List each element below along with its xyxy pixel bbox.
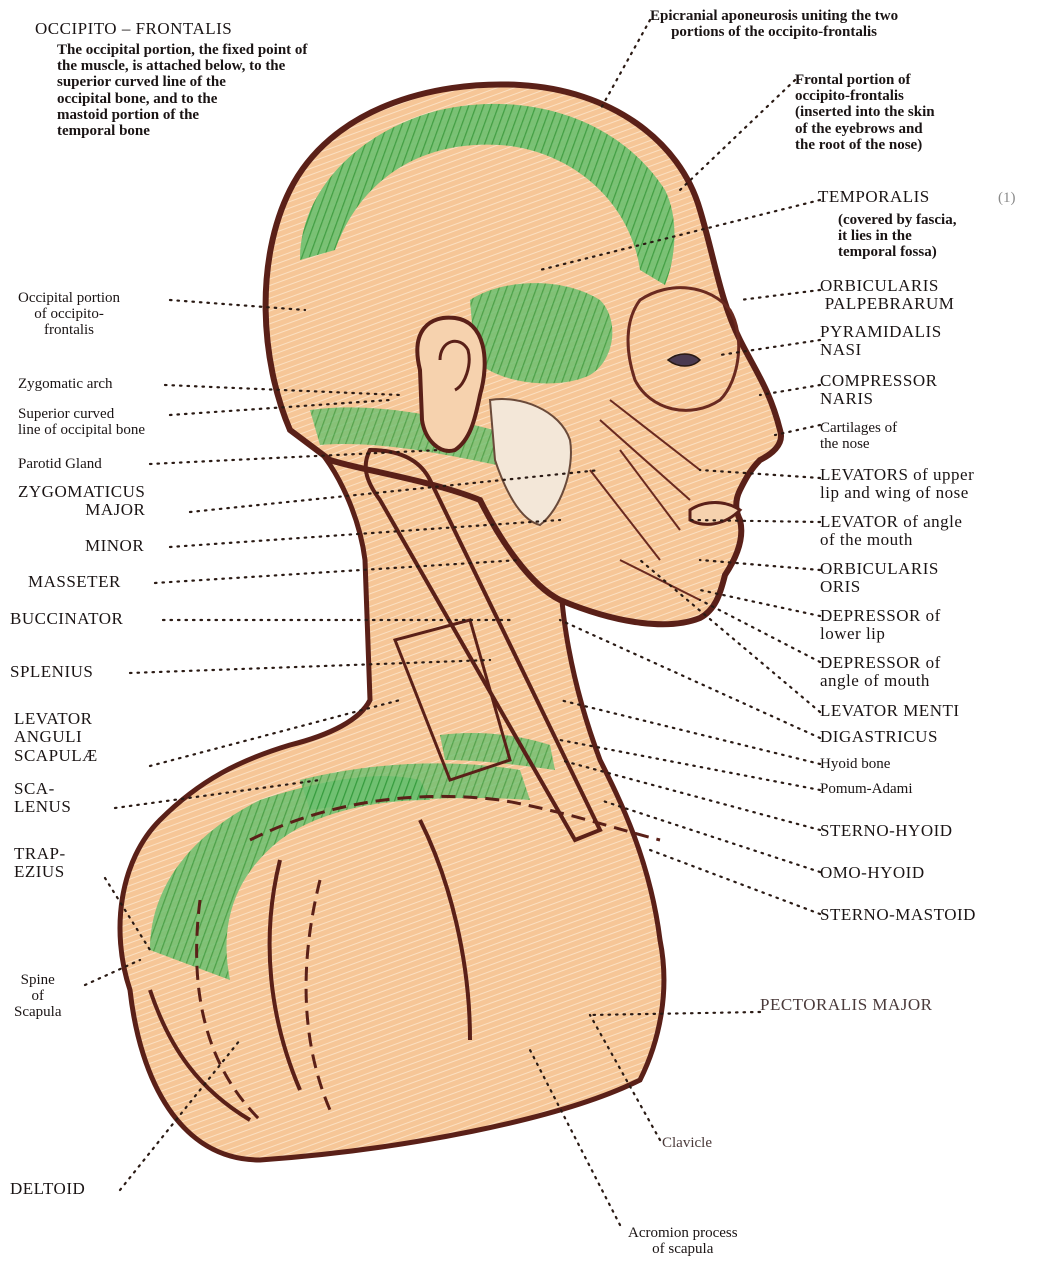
label-acromion-process: Acromion process of scapula (628, 1225, 738, 1257)
label-levator-anguli-scapulae: LEVATOR ANGULI SCAPULÆ (14, 710, 98, 765)
label-sterno-hyoid: STERNO-HYOID (820, 822, 953, 840)
label-clavicle: Clavicle (662, 1135, 712, 1151)
label-spine-of-scapula: Spine of Scapula (14, 972, 61, 1021)
label-omo-hyoid: OMO-HYOID (820, 864, 925, 882)
label-hyoid-bone: Hyoid bone (820, 756, 890, 772)
label-occipital-portion: Occipital portion of occipito- frontalis (18, 290, 120, 339)
label-orbicularis-oris: ORBICULARIS ORIS (820, 560, 939, 597)
label-occipito-frontalis: OCCIPITO – FRONTALIS (35, 20, 232, 38)
label-zygomaticus-minor: MINOR (85, 537, 144, 555)
label-superior-curved-line: Superior curved line of occipital bone (18, 406, 145, 438)
label-epicranial-aponeurosis: Epicranial aponeurosis uniting the two p… (650, 8, 898, 40)
label-digastricus: DIGASTRICUS (820, 728, 938, 746)
label-levator-menti: LEVATOR MENTI (820, 702, 960, 720)
label-deltoid: DELTOID (10, 1180, 85, 1198)
label-zygomatic-arch: Zygomatic arch (18, 376, 113, 392)
label-pomum-adami: Pomum-Adami (820, 781, 913, 797)
label-pectoralis-major: PECTORALIS MAJOR (760, 996, 933, 1014)
label-depressor-angle-mouth: DEPRESSOR of angle of mouth (820, 654, 941, 691)
label-temporalis: TEMPORALIS (818, 188, 930, 206)
label-mark: (1) (998, 190, 1016, 206)
label-occipito-frontalis-note: The occipital portion, the fixed point o… (57, 42, 307, 139)
label-scalenus: SCA- LENUS (14, 780, 71, 817)
label-orbicularis-palpebrarum: ORBICULARIS PALPEBRARUM (820, 277, 954, 314)
temporalis-green (470, 283, 612, 383)
label-temporalis-note: (covered by fascia, it lies in the tempo… (838, 212, 956, 261)
label-buccinator: BUCCINATOR (10, 610, 123, 628)
label-levator-angle-mouth: LEVATOR of angle of the mouth (820, 513, 962, 550)
label-pyramidalis-nasi: PYRAMIDALIS NASI (820, 323, 942, 360)
label-levators-upper-lip: LEVATORS of upper lip and wing of nose (820, 466, 974, 503)
label-depressor-lower-lip: DEPRESSOR of lower lip (820, 607, 941, 644)
label-masseter: MASSETER (28, 573, 121, 591)
label-zygomaticus-major: ZYGOMATICUS MAJOR (18, 483, 145, 520)
label-splenius: SPLENIUS (10, 663, 93, 681)
label-sterno-mastoid: STERNO-MASTOID (820, 906, 976, 924)
label-parotid-gland: Parotid Gland (18, 456, 102, 472)
label-compressor-naris: COMPRESSOR NARIS (820, 372, 937, 409)
label-cartilages-nose: Cartilages of the nose (820, 420, 897, 452)
label-frontal-portion: Frontal portion of occipito-frontalis (i… (795, 72, 935, 153)
label-trapezius: TRAP- EZIUS (14, 845, 66, 882)
